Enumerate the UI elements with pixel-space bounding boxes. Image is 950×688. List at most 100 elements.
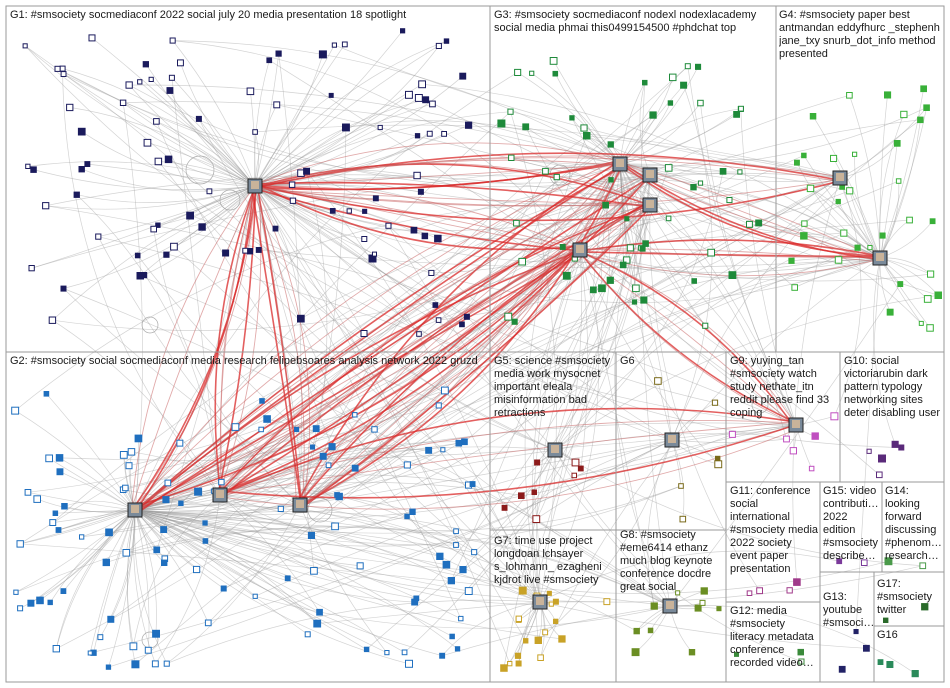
node[interactable] (463, 313, 470, 320)
node[interactable] (24, 489, 32, 496)
node[interactable] (11, 406, 20, 415)
node[interactable] (153, 118, 160, 125)
node[interactable] (746, 220, 753, 228)
node[interactable] (273, 101, 281, 109)
node[interactable] (352, 412, 358, 418)
node[interactable] (289, 197, 297, 204)
node[interactable] (361, 236, 368, 242)
node[interactable] (164, 155, 173, 164)
node[interactable] (840, 229, 848, 237)
node[interactable] (222, 249, 230, 257)
node[interactable] (783, 435, 790, 443)
node[interactable] (334, 492, 340, 498)
node[interactable] (459, 321, 465, 328)
node[interactable] (459, 72, 467, 80)
node[interactable] (435, 402, 442, 409)
node[interactable] (640, 296, 648, 304)
node[interactable] (342, 123, 350, 132)
node[interactable] (632, 284, 640, 293)
node[interactable] (59, 65, 66, 72)
node[interactable] (411, 598, 419, 606)
node[interactable] (206, 188, 213, 195)
node[interactable] (852, 151, 858, 157)
node[interactable] (258, 426, 264, 433)
node[interactable] (926, 324, 934, 332)
node[interactable] (684, 63, 691, 70)
node[interactable] (577, 465, 584, 472)
node[interactable] (303, 167, 311, 175)
node[interactable] (508, 154, 515, 162)
node[interactable] (405, 659, 413, 668)
node[interactable] (105, 664, 112, 670)
node[interactable] (798, 658, 805, 665)
node[interactable] (202, 538, 209, 544)
node[interactable] (328, 443, 336, 451)
node[interactable] (129, 642, 138, 651)
node[interactable] (341, 41, 348, 48)
node[interactable] (830, 412, 839, 421)
node[interactable] (13, 589, 19, 595)
node[interactable] (25, 163, 31, 169)
node[interactable] (255, 247, 262, 253)
node[interactable] (443, 38, 450, 44)
node[interactable] (163, 251, 170, 258)
node[interactable] (441, 386, 449, 395)
node[interactable] (471, 549, 478, 556)
node[interactable] (691, 278, 698, 284)
node[interactable] (125, 462, 133, 470)
node[interactable] (79, 534, 85, 540)
node[interactable] (435, 317, 442, 323)
node[interactable] (649, 111, 657, 119)
node[interactable] (78, 166, 85, 173)
node[interactable] (702, 322, 709, 329)
node[interactable] (447, 577, 456, 585)
node[interactable] (569, 115, 575, 121)
node[interactable] (36, 596, 44, 605)
node[interactable] (716, 606, 722, 612)
node[interactable] (318, 50, 327, 59)
node[interactable] (863, 644, 870, 652)
node[interactable] (728, 271, 737, 280)
node[interactable] (144, 646, 152, 654)
node[interactable] (152, 629, 161, 638)
node[interactable] (690, 184, 697, 191)
node[interactable] (143, 138, 152, 147)
node[interactable] (631, 648, 640, 657)
node[interactable] (102, 558, 110, 567)
node[interactable] (252, 129, 258, 135)
node[interactable] (737, 169, 743, 175)
node[interactable] (603, 598, 611, 606)
node[interactable] (583, 132, 591, 140)
node[interactable] (153, 546, 161, 554)
node[interactable] (154, 157, 163, 166)
node[interactable] (60, 285, 67, 292)
node[interactable] (43, 391, 50, 397)
node[interactable] (830, 154, 838, 162)
node[interactable] (231, 423, 240, 431)
node[interactable] (923, 295, 932, 303)
node[interactable] (895, 178, 902, 184)
node[interactable] (148, 76, 154, 83)
node[interactable] (877, 659, 884, 666)
node[interactable] (801, 152, 807, 159)
node[interactable] (377, 124, 383, 131)
node[interactable] (515, 660, 522, 667)
node[interactable] (797, 648, 804, 656)
node[interactable] (608, 177, 614, 183)
node[interactable] (371, 426, 378, 433)
node[interactable] (695, 63, 702, 70)
node[interactable] (409, 508, 416, 516)
node[interactable] (598, 284, 606, 293)
node[interactable] (590, 286, 597, 294)
node[interactable] (515, 615, 522, 622)
node[interactable] (425, 446, 433, 454)
node[interactable] (697, 180, 704, 186)
node[interactable] (884, 91, 892, 99)
node[interactable] (202, 520, 208, 526)
node[interactable] (119, 451, 128, 459)
node[interactable] (436, 552, 444, 561)
node[interactable] (580, 124, 588, 132)
node[interactable] (55, 454, 64, 462)
node[interactable] (694, 604, 702, 612)
node[interactable] (246, 87, 255, 96)
